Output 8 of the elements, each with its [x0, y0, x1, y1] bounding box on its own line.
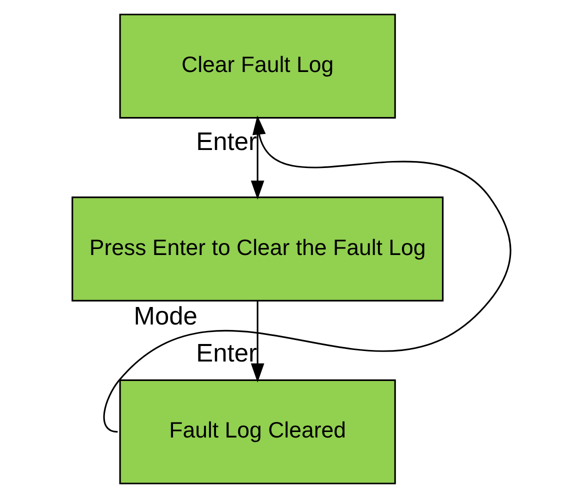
edge-label: Enter [196, 128, 256, 156]
arrow [102, 115, 511, 433]
edge-label: Enter [196, 339, 256, 368]
node-box: Clear Fault Log [118, 14, 396, 119]
arrow [250, 301, 264, 382]
node-box: Fault Log Cleared [118, 379, 396, 484]
edge-label: Mode [133, 302, 197, 331]
node-box: Press Enter to Clear the Fault Log [71, 196, 444, 302]
